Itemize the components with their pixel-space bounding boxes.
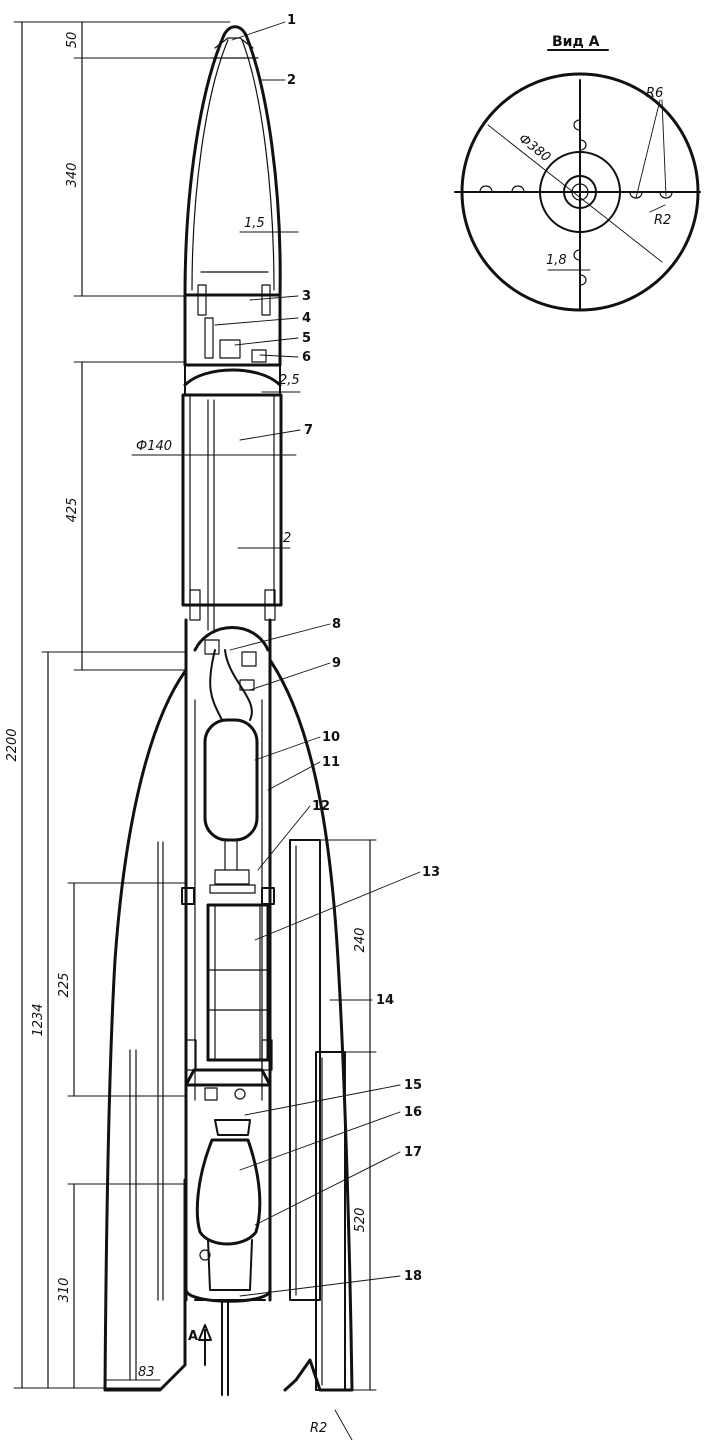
- view-radius-small: R2: [654, 213, 671, 228]
- callout-14: 14: [376, 993, 394, 1008]
- dimension-lines: [13, 21, 377, 1440]
- callout-10: 10: [322, 730, 340, 745]
- dimension-labels: 2200 50 340 1,5 2,5 Ф140 425 2 1234 225 …: [5, 32, 368, 1436]
- dim-fin-radius: R2: [310, 1421, 327, 1436]
- dim-body-diameter: Ф140: [136, 439, 172, 454]
- dim-fin-width: 83: [138, 1365, 155, 1380]
- callout-13: 13: [422, 865, 440, 880]
- dim-joint-wall: 2,5: [279, 373, 300, 388]
- callout-7: 7: [304, 423, 313, 438]
- outer-fin-left: [103, 668, 188, 1392]
- callout-leaders: [214, 21, 421, 1297]
- dim-upper-section: 425: [65, 498, 80, 523]
- dim-fin-length: 1234: [31, 1003, 46, 1036]
- dim-total-length: 2200: [5, 728, 20, 761]
- callout-18: 18: [404, 1269, 422, 1284]
- view-radius-large: R6: [646, 86, 663, 101]
- callout-9: 9: [332, 656, 341, 671]
- callout-1: 1: [287, 13, 296, 28]
- callout-15: 15: [404, 1078, 422, 1093]
- callout-2: 2: [287, 73, 296, 88]
- callout-3: 3: [302, 289, 311, 304]
- dim-wall-nose: 1,5: [244, 216, 265, 231]
- callout-4: 4: [302, 311, 311, 326]
- dim-nose-cone: 340: [65, 163, 80, 188]
- callout-12: 12: [312, 799, 330, 814]
- view-a-title: Вид А: [552, 34, 600, 50]
- callout-16: 16: [404, 1105, 422, 1120]
- arrow-a-label: А: [188, 1329, 198, 1344]
- view-wall: 1,8: [546, 253, 567, 268]
- callout-6: 6: [302, 350, 311, 365]
- dim-fin-upper: 240: [353, 928, 368, 953]
- dim-wall-body: 2: [283, 531, 291, 546]
- callout-11: 11: [322, 755, 340, 770]
- callout-8: 8: [332, 617, 341, 632]
- dim-mid-section: 225: [57, 973, 72, 998]
- nose-cone: [183, 25, 282, 297]
- callout-numbers: 1 2 3 4 5 6 7 8 9 10 11 12 13 14 15 16 1…: [287, 13, 440, 1284]
- dim-fin-lower: 520: [353, 1208, 368, 1233]
- callout-5: 5: [302, 331, 311, 346]
- dim-nose-tip: 50: [65, 32, 80, 49]
- view-diameter: Ф380: [516, 131, 554, 165]
- dim-lower-section: 310: [57, 1278, 72, 1303]
- callout-17: 17: [404, 1145, 422, 1160]
- view-a-drawing: [454, 49, 701, 312]
